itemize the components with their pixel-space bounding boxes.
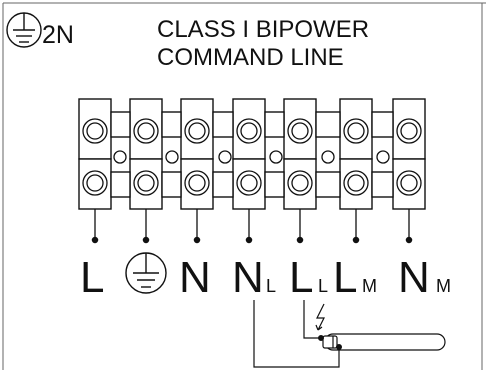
probe-wiring <box>253 300 340 368</box>
terminal-cell-top-7 <box>392 98 426 160</box>
terminal-label-5: L <box>289 253 313 302</box>
terminal-label-4: N <box>232 253 264 302</box>
terminal-labels: L N N L L L L M N M <box>80 252 451 302</box>
terminal-label-6: L <box>333 253 357 302</box>
test-probe-icon <box>318 333 446 351</box>
terminal-block <box>78 98 426 210</box>
terminal-cell-bottom-5 <box>283 158 317 210</box>
terminal-label-7: N <box>398 253 430 302</box>
terminal-cell-bottom-6 <box>339 158 373 210</box>
terminal-cell-bottom-7 <box>392 158 426 210</box>
terminal-cell-top-2 <box>129 98 163 160</box>
terminal-label-1: L <box>80 253 104 302</box>
terminal-cell-bottom-1 <box>78 158 112 210</box>
header-earth-icon <box>6 12 42 48</box>
terminal-label-3: N <box>179 253 211 302</box>
earth-count-label: 2N <box>42 21 74 49</box>
terminal-cell-bottom-2 <box>129 158 163 210</box>
terminal-cell-bottom-4 <box>232 158 266 210</box>
terminal-screws <box>82 118 422 196</box>
terminal-leads <box>91 209 413 244</box>
earth-ground-icon <box>125 252 167 294</box>
terminal-sublabel-5: L <box>318 276 328 296</box>
title-line-1: CLASS I BIPOWER <box>157 16 369 43</box>
terminal-cell-bottom-3 <box>180 158 214 210</box>
title-line-2: COMMAND LINE <box>157 44 344 71</box>
terminal-sublabel-7: M <box>436 276 451 296</box>
lightning-spark-icon <box>315 303 325 331</box>
terminal-sublabel-4: L <box>266 276 276 296</box>
terminal-sublabel-6: M <box>362 276 377 296</box>
